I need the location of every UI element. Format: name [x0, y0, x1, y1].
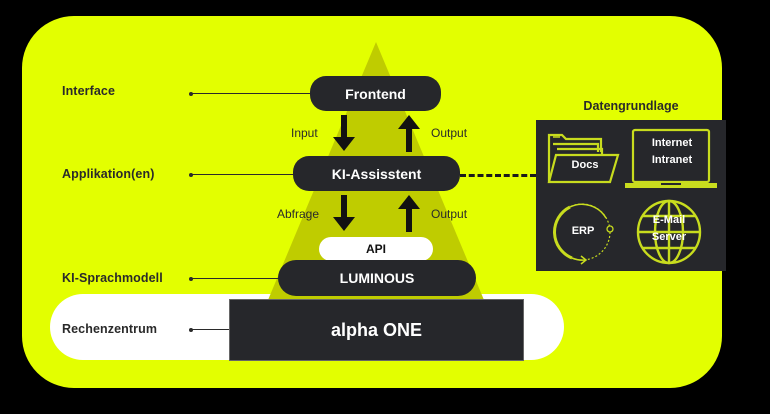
- arrow-down-icon: [333, 195, 355, 231]
- layer-label-interface: Interface: [62, 84, 116, 98]
- data-source-intranet-label: Intranet: [651, 154, 693, 167]
- data-source-internet-intranet[interactable]: Internet Intranet: [636, 135, 708, 169]
- data-source-server-label: Server: [651, 231, 687, 244]
- data-source-erp[interactable]: ERP: [571, 225, 595, 237]
- folder-icon: [547, 133, 620, 184]
- cycle-icon: [553, 203, 614, 265]
- flow-label-query: Abfrage: [277, 207, 320, 221]
- data-sources-title: Datengrundlage: [583, 99, 679, 113]
- api-node[interactable]: API: [319, 237, 433, 261]
- layer-label-applications: Applikation(en): [62, 167, 155, 181]
- arrow-down-icon: [333, 115, 355, 151]
- laptop-icon: [625, 128, 717, 188]
- layer-label-language-model: KI-Sprachmodell: [62, 271, 163, 285]
- leader-line: [191, 329, 229, 330]
- globe-icon: [636, 199, 702, 265]
- data-sources-box: [536, 120, 726, 271]
- leader-dot: [189, 173, 193, 177]
- frontend-node[interactable]: Frontend: [310, 76, 441, 111]
- leader-dot: [189, 277, 193, 281]
- datacenter-node[interactable]: alpha ONE: [229, 299, 524, 361]
- data-source-email-server[interactable]: E-Mail Server: [640, 212, 698, 246]
- leader-dot: [189, 328, 193, 332]
- leader-line: [191, 278, 279, 279]
- flow-label-input: Input: [291, 126, 318, 140]
- leader-line: [191, 174, 294, 175]
- layer-label-datacenter: Rechenzentrum: [62, 322, 158, 336]
- arrow-up-icon: [398, 195, 420, 232]
- data-source-docs[interactable]: Docs: [571, 159, 599, 171]
- leader-dot: [189, 92, 193, 96]
- leader-line: [191, 93, 310, 94]
- data-source-email-label: E-Mail: [652, 214, 686, 226]
- flow-label-output: Output: [431, 126, 468, 140]
- language-model-node[interactable]: LUMINOUS: [278, 260, 476, 296]
- flow-label-output: Output: [431, 207, 468, 221]
- data-connector-dashed-line: [460, 174, 536, 177]
- assistant-node[interactable]: KI-Assisstent: [293, 156, 460, 191]
- data-source-internet-label: Internet: [651, 137, 693, 149]
- arrow-up-icon: [398, 115, 420, 152]
